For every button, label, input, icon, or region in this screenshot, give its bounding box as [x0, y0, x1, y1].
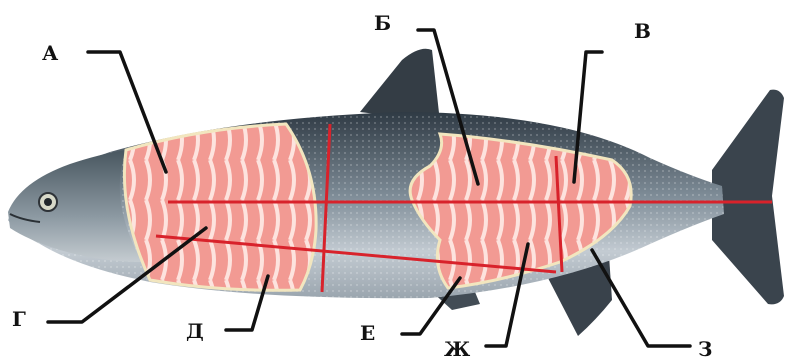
flesh-front	[124, 124, 316, 290]
dorsal-fin	[360, 49, 440, 122]
fish-pupil	[44, 198, 52, 206]
label-v: В	[634, 19, 651, 43]
label-d: Д	[186, 319, 204, 343]
label-b: Б	[374, 11, 391, 35]
tail-fin	[712, 90, 784, 305]
label-zh: Ж	[444, 337, 471, 361]
label-g: Г	[12, 307, 26, 331]
label-e: Е	[360, 321, 375, 345]
label-a: А	[42, 41, 59, 65]
label-z: З	[698, 337, 712, 361]
